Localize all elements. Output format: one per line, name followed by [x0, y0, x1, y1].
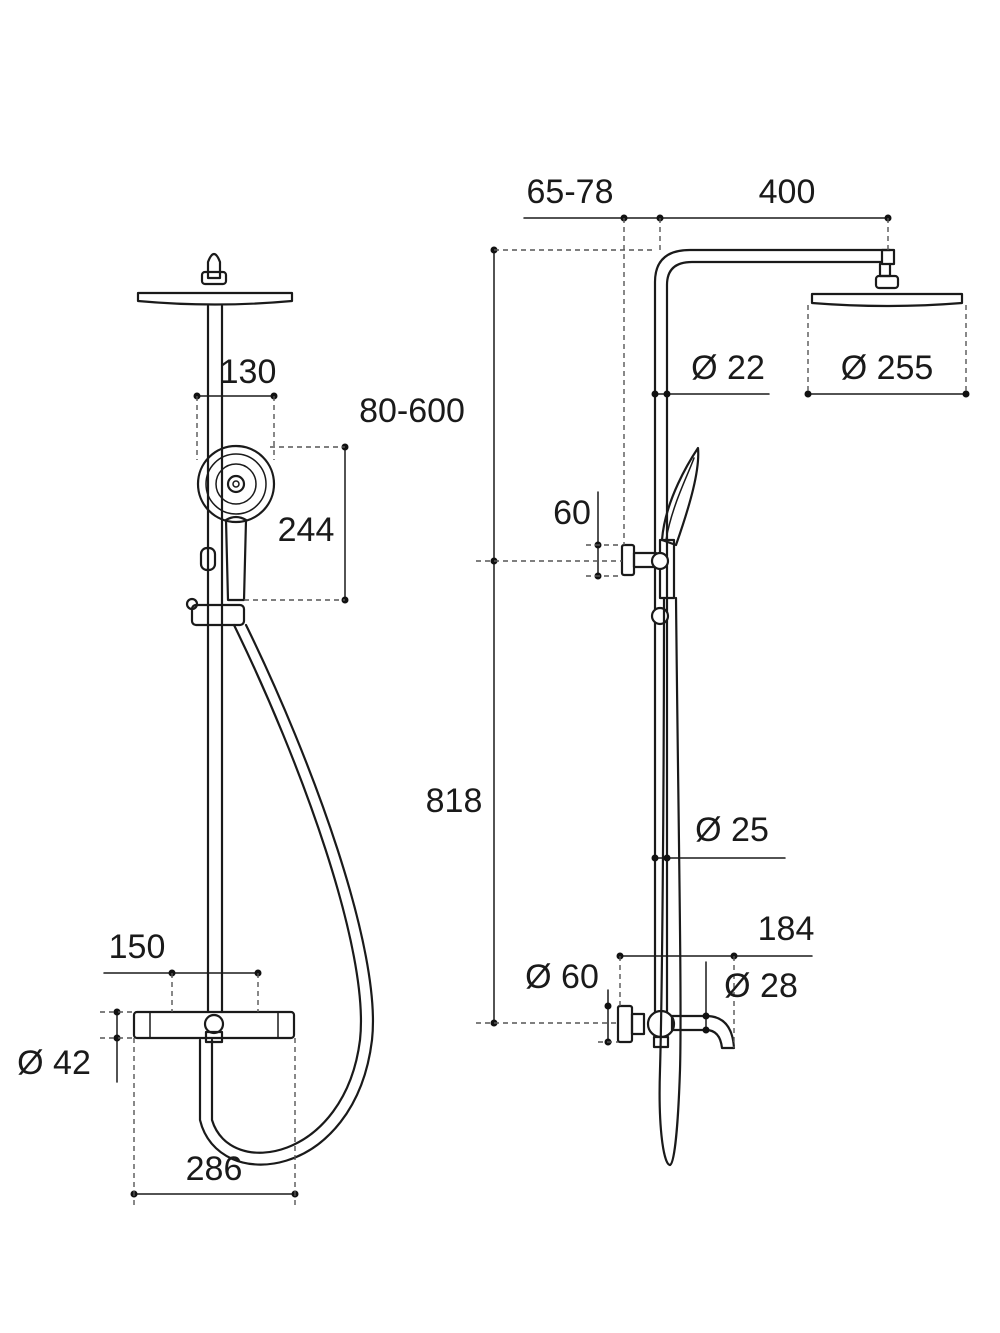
dim-label-d42: Ø 42	[17, 1044, 91, 1082]
dim-wall-offset-arm-length: 65-78 400	[523, 173, 892, 545]
front-mixer	[132, 1010, 296, 1044]
front-hose	[198, 623, 374, 1166]
dim-label-d60: Ø 60	[525, 958, 599, 996]
dim-label-d28: Ø 28	[724, 967, 798, 1005]
dim-label-d25: Ø 25	[695, 811, 769, 849]
dim-hand-shower-width: 130	[193, 353, 278, 460]
dim-spout-diameter: Ø 28	[702, 961, 798, 1034]
dim-hand-shower-height: 244	[244, 443, 349, 604]
dim-label-818: 818	[426, 782, 483, 820]
dim-label-80-600: 80-600	[359, 392, 465, 430]
dim-label-286: 286	[186, 1150, 243, 1188]
front-slider	[185, 597, 246, 627]
dim-mixer-inlet-spacing: 150	[103, 928, 262, 1012]
dim-label-65-78: 65-78	[527, 173, 614, 211]
side-mixer-spout	[616, 1004, 736, 1050]
dim-spout-projection: 184	[616, 910, 815, 1048]
dim-label-400: 400	[759, 173, 816, 211]
dim-head-diameter: Ø 255	[804, 305, 970, 398]
dim-lower-pipe-diameter: Ø 25	[651, 811, 786, 862]
front-view: 130 80-600 244 150 Ø 42	[17, 252, 465, 1208]
side-hose	[658, 596, 682, 1167]
side-riser-arm	[653, 248, 896, 1014]
side-hand-shower	[658, 446, 700, 600]
dim-label-60: 60	[553, 494, 591, 532]
side-head-shower	[810, 262, 964, 308]
front-head-shower	[136, 252, 294, 306]
dim-mixer-diameter: Ø 42	[17, 1008, 134, 1083]
dim-label-244: 244	[278, 511, 335, 549]
dim-label-130: 130	[220, 353, 277, 391]
dim-label-184: 184	[758, 910, 815, 948]
dim-escutcheon-diameter: Ø 60	[525, 958, 618, 1046]
front-riser-pipe	[206, 304, 224, 1014]
dim-label-150: 150	[109, 928, 166, 966]
front-hand-shower	[196, 444, 276, 602]
dim-upper-pipe-diameter: Ø 22	[651, 349, 770, 398]
dim-label-d22: Ø 22	[691, 349, 765, 387]
dim-bracket-height: 60	[553, 491, 622, 580]
dim-mixer-length: 286	[130, 1038, 299, 1208]
dim-total-height: 818	[426, 246, 655, 1027]
dim-label-d255: Ø 255	[841, 349, 934, 387]
side-view: 65-78 400 Ø 22 Ø 255 60	[426, 173, 970, 1167]
